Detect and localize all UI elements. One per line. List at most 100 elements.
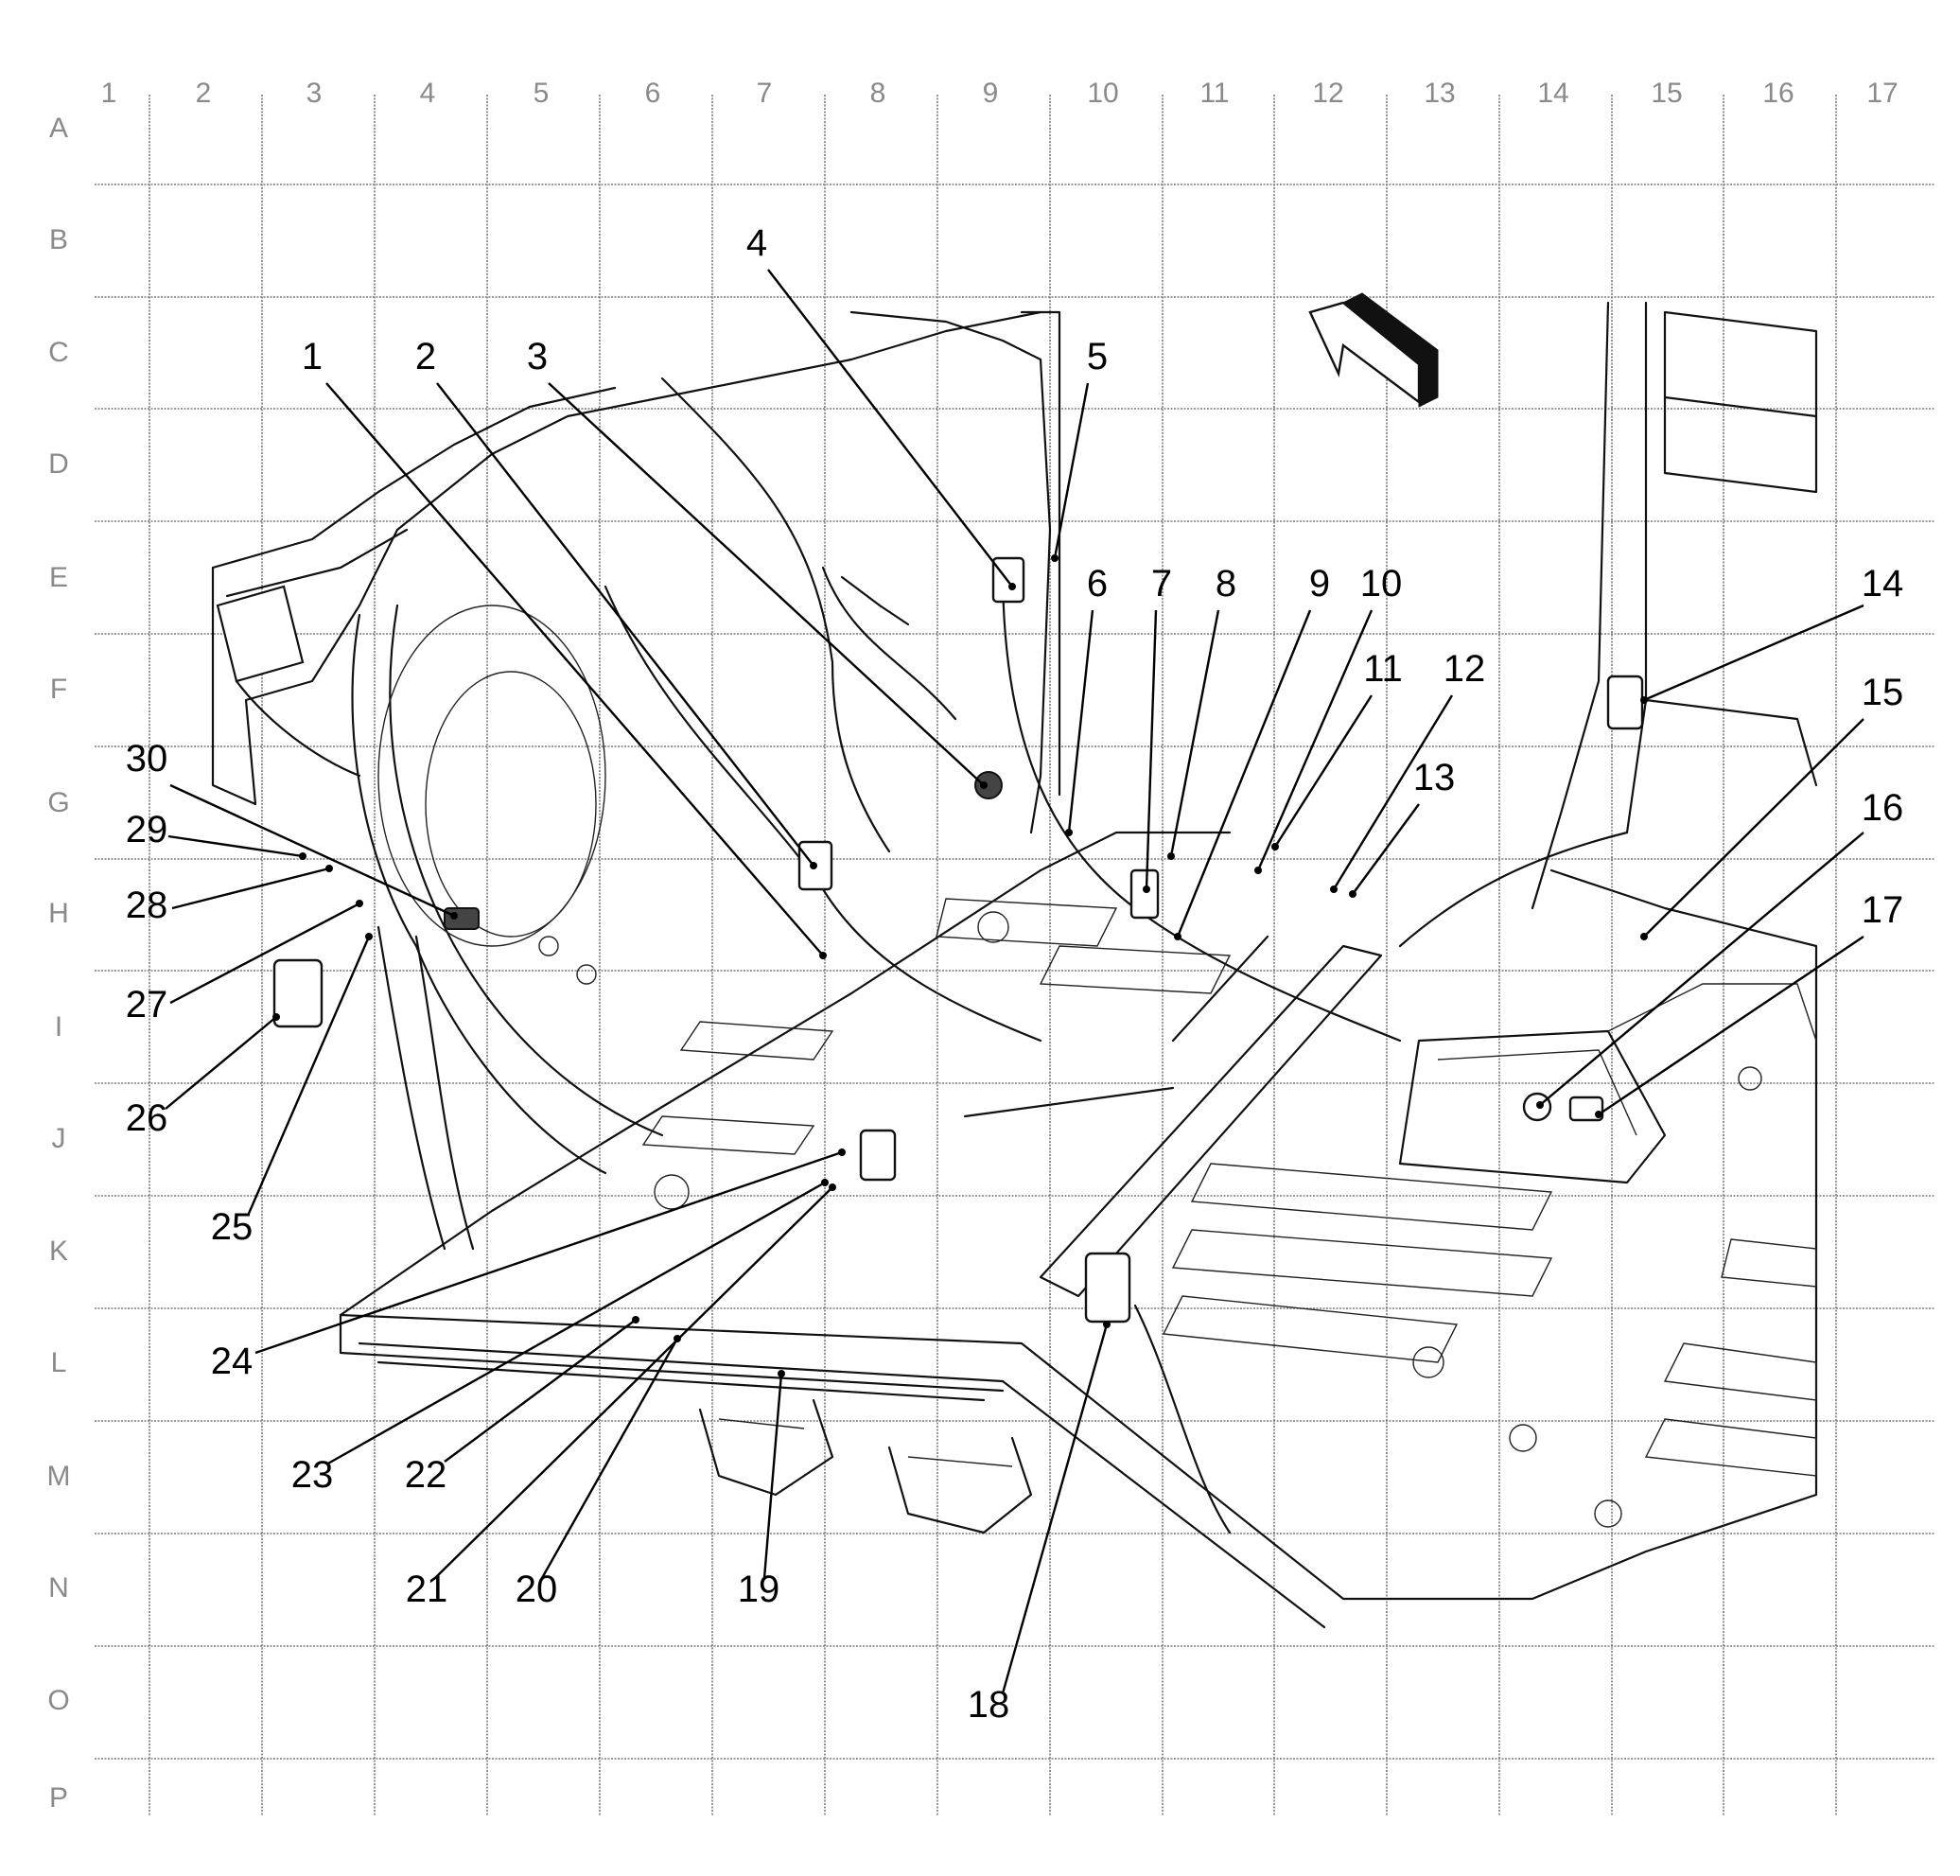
callout-label-18: 18	[968, 1684, 1010, 1726]
callout-label-1: 1	[302, 336, 323, 377]
direction-arrow-icon	[1308, 292, 1439, 408]
leader-line-13	[1352, 803, 1420, 895]
callout-label-13: 13	[1413, 757, 1456, 798]
leader-end-21	[829, 1183, 836, 1191]
leader-end-14	[1640, 696, 1648, 704]
callout-label-6: 6	[1087, 563, 1108, 605]
leader-line-15	[1643, 718, 1864, 938]
leader-end-1	[819, 952, 827, 959]
callout-label-16: 16	[1862, 787, 1904, 829]
connector-24	[859, 1129, 897, 1182]
leader-end-12	[1330, 885, 1338, 893]
leader-end-26	[272, 1013, 280, 1021]
callout-label-4: 4	[746, 222, 767, 264]
callout-label-2: 2	[415, 336, 436, 377]
connector-7	[1129, 868, 1160, 920]
leader-end-29	[299, 852, 306, 860]
callout-label-29: 29	[126, 809, 168, 850]
callout-label-25: 25	[211, 1206, 254, 1248]
callout-label-10: 10	[1360, 563, 1403, 605]
column-label-5: 5	[534, 78, 550, 109]
leader-end-8	[1167, 852, 1175, 860]
leader-end-27	[356, 900, 363, 907]
row-label-I: I	[55, 1011, 62, 1043]
leader-line-9	[1176, 609, 1312, 938]
column-label-11: 11	[1199, 78, 1229, 109]
connectors	[272, 556, 1644, 1324]
column-label-8: 8	[870, 78, 886, 109]
leader-end-19	[778, 1370, 785, 1377]
leader-line-22	[444, 1319, 637, 1463]
column-label-9: 9	[983, 78, 999, 109]
connector-3	[974, 771, 1003, 799]
row-label-G: G	[47, 787, 69, 818]
column-label-17: 17	[1866, 78, 1898, 109]
column-label-7: 7	[757, 78, 773, 109]
callout-label-26: 26	[126, 1097, 168, 1139]
column-label-12: 12	[1312, 78, 1343, 109]
row-label-B: B	[49, 224, 68, 255]
row-label-O: O	[47, 1685, 69, 1716]
leader-line-12	[1332, 694, 1454, 890]
vehicle-underbody-illustration	[211, 301, 1818, 1629]
connector-17	[1568, 1096, 1604, 1122]
connector-26	[272, 958, 324, 1028]
row-label-J: J	[52, 1123, 66, 1154]
leader-end-10	[1254, 867, 1262, 874]
row-label-F: F	[50, 674, 67, 705]
leader-line-21	[434, 1186, 833, 1579]
grid-horizontal-lines	[95, 184, 1934, 1760]
leader-line-3	[548, 382, 985, 786]
leader-line-25	[246, 936, 371, 1217]
leader-end-11	[1271, 843, 1279, 850]
callout-label-19: 19	[738, 1569, 780, 1610]
leader-end-4	[1008, 583, 1016, 590]
leader-end-5	[1051, 554, 1059, 562]
connector-18	[1084, 1252, 1131, 1324]
leader-end-9	[1174, 933, 1181, 940]
leader-line-30	[169, 783, 455, 918]
column-label-10: 10	[1087, 78, 1118, 109]
leader-line-23	[325, 1181, 826, 1466]
row-label-K: K	[49, 1236, 68, 1267]
leader-end-22	[632, 1316, 639, 1324]
leader-end-24	[838, 1148, 846, 1156]
callout-label-28: 28	[126, 885, 168, 926]
leader-end-13	[1349, 890, 1356, 898]
leader-end-16	[1536, 1101, 1544, 1109]
row-label-A: A	[49, 113, 68, 144]
leader-line-20	[540, 1338, 679, 1579]
leader-end-30	[450, 912, 458, 920]
reference-grid	[95, 95, 1934, 1816]
leader-line-29	[167, 834, 304, 858]
leader-line-5	[1053, 382, 1090, 559]
leader-end-6	[1065, 829, 1073, 836]
callout-leader-lines	[165, 269, 1864, 1694]
callout-label-8: 8	[1216, 563, 1236, 605]
column-label-2: 2	[196, 78, 212, 109]
leader-end-18	[1103, 1321, 1111, 1328]
leader-line-10	[1256, 609, 1374, 871]
callout-label-11: 11	[1363, 648, 1403, 690]
column-label-6: 6	[645, 78, 661, 109]
leader-line-8	[1169, 609, 1220, 857]
callout-label-5: 5	[1087, 336, 1108, 377]
column-label-13: 13	[1424, 78, 1455, 109]
callout-label-23: 23	[291, 1454, 334, 1496]
row-label-L: L	[51, 1347, 67, 1378]
leader-end-28	[325, 865, 333, 872]
column-label-1: 1	[101, 78, 117, 109]
leader-line-27	[169, 902, 360, 1005]
leader-line-28	[171, 867, 330, 910]
column-label-3: 3	[306, 78, 323, 109]
callout-label-21: 21	[406, 1569, 448, 1610]
leader-line-19	[762, 1373, 783, 1579]
row-label-P: P	[49, 1782, 68, 1814]
callout-label-12: 12	[1444, 648, 1486, 690]
grid-vertical-lines	[149, 95, 1837, 1816]
row-label-C: C	[48, 337, 69, 368]
